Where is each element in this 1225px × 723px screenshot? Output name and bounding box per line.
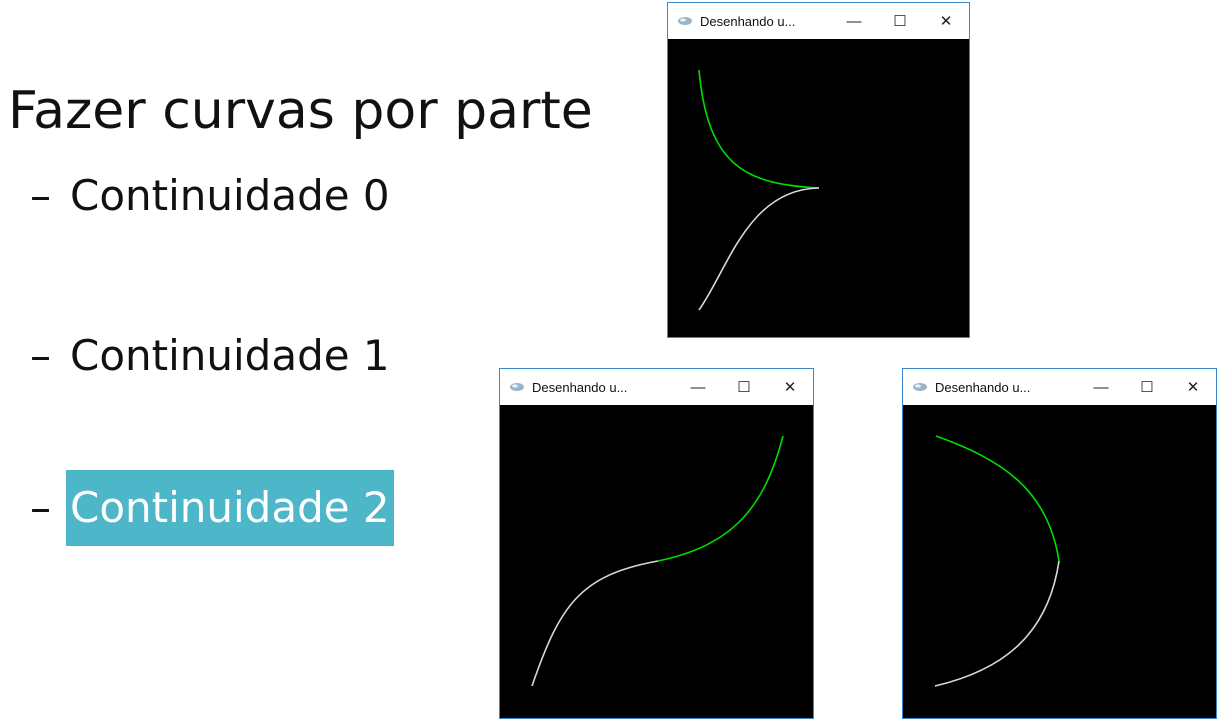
- bullet-dash: –: [30, 171, 51, 220]
- window-titlebar[interactable]: Desenhando u... — ☐ ✕: [500, 369, 813, 405]
- render-canvas: [668, 39, 969, 337]
- window-continuidade-1[interactable]: Desenhando u... — ☐ ✕: [499, 368, 814, 719]
- curve-green: [698, 69, 820, 189]
- window-title: Desenhando u...: [935, 379, 1031, 395]
- minimize-button[interactable]: —: [690, 378, 706, 396]
- app-icon: [509, 381, 525, 393]
- window-titlebar[interactable]: Desenhando u... — ☐ ✕: [903, 369, 1216, 405]
- bullet-dash: –: [30, 483, 51, 532]
- close-button[interactable]: ✕: [1186, 379, 1200, 396]
- maximize-button[interactable]: ☐: [737, 379, 751, 396]
- close-button[interactable]: ✕: [783, 379, 797, 396]
- app-icon: [677, 15, 693, 27]
- bullet-text: Continuidade 1: [70, 331, 390, 380]
- window-titlebar[interactable]: Desenhando u... — ☐ ✕: [668, 3, 969, 39]
- window-continuidade-2[interactable]: Desenhando u... — ☐ ✕: [902, 368, 1217, 719]
- minimize-button[interactable]: —: [1093, 378, 1109, 396]
- minimize-button[interactable]: —: [846, 12, 862, 30]
- bullet-continuidade-1: – Continuidade 1: [30, 326, 394, 386]
- render-canvas: [903, 405, 1216, 718]
- bullet-text-highlighted: Continuidade 2: [66, 470, 394, 546]
- window-title: Desenhando u...: [700, 13, 796, 29]
- window-continuidade-0[interactable]: Desenhando u... — ☐ ✕: [667, 2, 970, 338]
- curve-white: [531, 560, 659, 687]
- curve-green: [657, 435, 784, 562]
- bullet-text: Continuidade 0: [70, 171, 390, 220]
- bullet-continuidade-0: – Continuidade 0: [30, 166, 394, 226]
- close-button[interactable]: ✕: [939, 13, 953, 30]
- window-title: Desenhando u...: [532, 379, 628, 395]
- maximize-button[interactable]: ☐: [1140, 379, 1154, 396]
- bullet-dash: –: [30, 331, 51, 380]
- bullet-continuidade-2: – Continuidade 2: [30, 470, 394, 546]
- curve-white: [934, 560, 1060, 687]
- maximize-button[interactable]: ☐: [893, 13, 907, 30]
- render-canvas: [500, 405, 813, 718]
- slide-title: Fazer curvas por parte: [8, 81, 593, 141]
- app-icon: [912, 381, 928, 393]
- curve-white: [698, 187, 820, 311]
- curve-green: [935, 435, 1060, 562]
